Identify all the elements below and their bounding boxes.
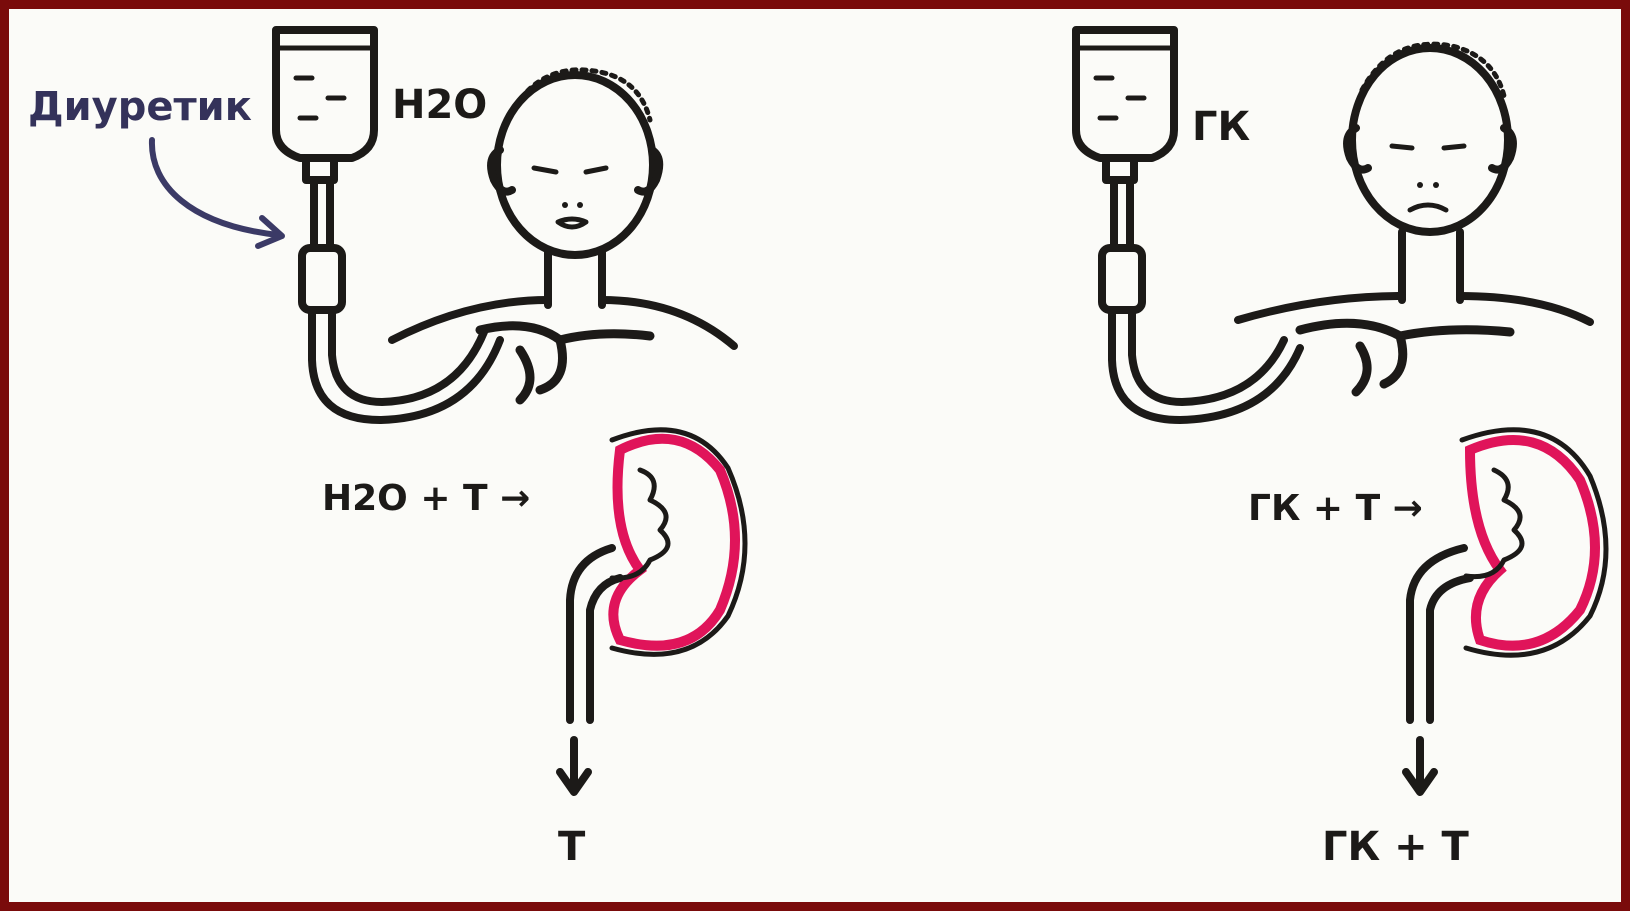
left-kidney (570, 430, 745, 720)
diuretic-arrow (152, 140, 278, 235)
right-kidney-input: ГК + T → (1248, 488, 1423, 529)
left-kidney-output: T (558, 824, 586, 870)
right-kidney-output: ГК + T (1322, 824, 1470, 870)
right-kidney (1410, 430, 1606, 720)
left-panel: Диуретик H2O (28, 30, 745, 870)
right-bottle-label: ГК (1192, 104, 1250, 150)
right-iv-tube (1102, 180, 1300, 420)
left-output-arrow (560, 740, 588, 792)
iv-tube (302, 180, 500, 420)
diuretic-label: Диуретик (28, 84, 252, 130)
iv-bottle (276, 30, 374, 180)
right-patient (1238, 44, 1590, 392)
right-panel: ГК (1076, 30, 1606, 870)
right-iv-bottle (1076, 30, 1174, 180)
left-bottle-label: H2O (392, 82, 487, 128)
left-kidney-input: H2O + T → (322, 478, 530, 519)
right-output-arrow (1406, 740, 1434, 792)
